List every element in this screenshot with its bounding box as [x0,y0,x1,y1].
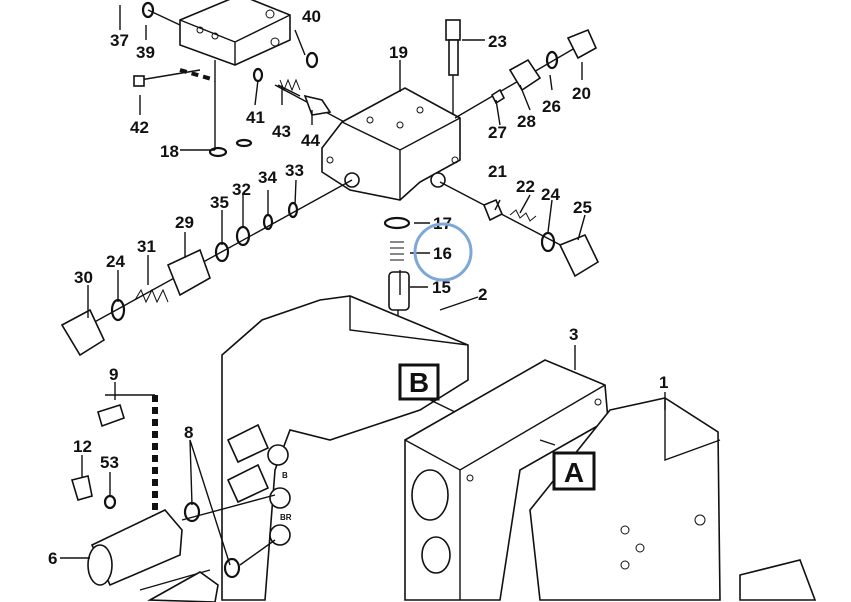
part-label: 7 [98,599,107,602]
view-marker-b-label: B [409,367,429,398]
leader-lines [60,5,666,566]
part-label: 2 [478,285,487,304]
part-label: 53 [100,453,119,472]
part-label: 31 [137,237,156,256]
housing-1 [529,397,817,601]
part-label: 19 [389,43,408,62]
solenoid-valves [70,394,291,602]
part-labels: 37 39 40 23 19 20 42 41 43 44 26 28 27 1… [48,7,668,602]
part-label: 12 [73,437,92,456]
part-label: 23 [488,32,507,51]
part-label: 21 [488,162,507,181]
part-label: 33 [285,161,304,180]
part-label: 3 [569,325,578,344]
port-mark: BR [280,513,292,522]
part-label: 35 [210,193,229,212]
view-marker-a: A [552,451,596,491]
highlight-circle[interactable] [413,222,473,282]
part-label: 41 [246,108,265,127]
left-side-parts [60,179,353,357]
part-label: 28 [517,112,536,131]
part-label: 43 [272,122,291,141]
part-label: 15 [432,278,451,297]
part-label: 44 [301,131,320,150]
part-label: 40 [302,7,321,26]
part-label: 26 [542,97,561,116]
part-label: 34 [258,168,277,187]
part-label: 30 [74,268,93,287]
part-label: 20 [572,84,591,103]
view-marker-a-label: A [564,457,584,488]
part-label: 29 [175,213,194,232]
bolt-23 [445,19,461,115]
valve-block-top-left [133,0,319,158]
right-lower-parts [439,181,600,278]
view-marker-b: B [398,363,440,401]
part-label: 39 [136,43,155,62]
part-label: 32 [232,180,251,199]
valve-body-19 [321,87,461,201]
right-upper-parts [454,28,598,119]
part-label: 37 [110,31,129,50]
part-label: 16 [433,244,452,263]
part-label: 25 [573,198,592,217]
port-mark: B [282,471,288,480]
part-label: 8 [184,423,193,442]
part-label: 18 [160,142,179,161]
spring-and-piston-43-44 [274,78,351,126]
part-label: 24 [541,185,560,204]
part-label: 27 [488,123,507,142]
part-label: 6 [48,549,57,568]
part-label: 24 [106,252,125,271]
part-label: 9 [109,365,118,384]
part-label: 22 [516,177,535,196]
part-label: 1 [659,373,668,392]
part-label: 42 [130,118,149,137]
housing-3 [404,359,609,601]
